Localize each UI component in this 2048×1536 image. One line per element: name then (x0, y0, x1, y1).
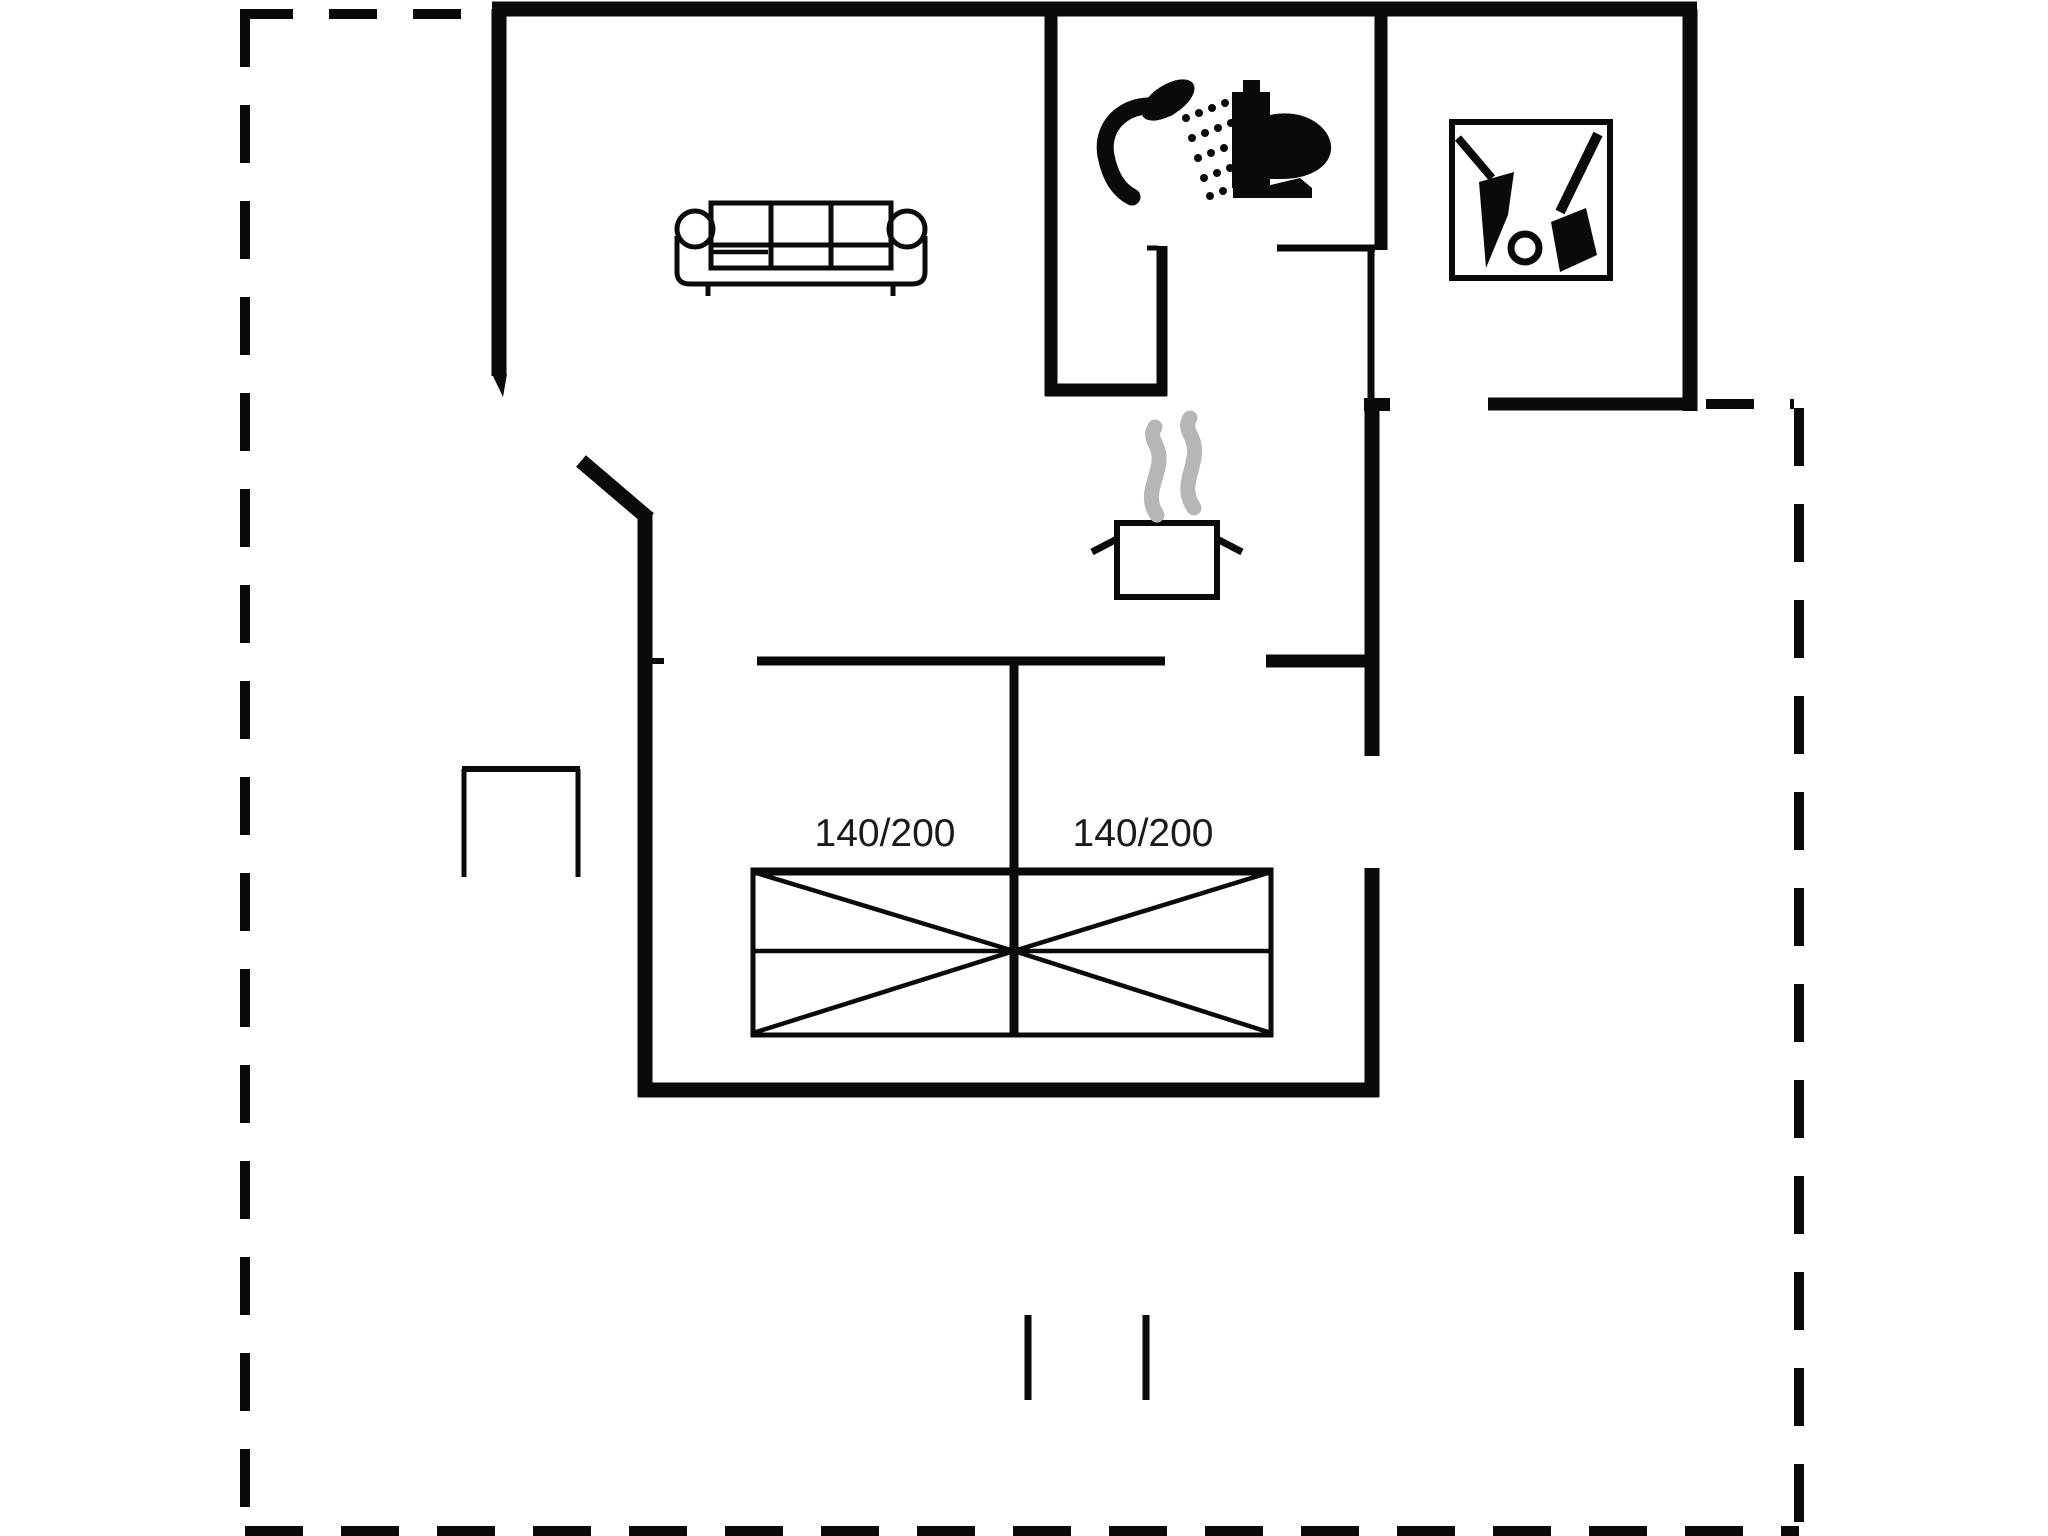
bed-label-left: 140/200 (815, 812, 956, 855)
terrace-step-marks (1024, 1315, 1150, 1400)
bed-label-right: 140/200 (1073, 812, 1214, 855)
diagonal-wall (576, 455, 654, 525)
sofa-back (708, 200, 894, 248)
stove-box (1449, 119, 1613, 281)
wardrobe-sides (461, 769, 581, 877)
poker-blade (1479, 172, 1514, 268)
cooking-pot-icon (1090, 410, 1244, 600)
bed-right-cross (1013, 869, 1272, 1036)
poker-handle (1454, 135, 1496, 181)
sofa-cushion-dividers (768, 203, 834, 268)
sofa-right-arm (886, 208, 928, 250)
stove-ring (1507, 230, 1543, 266)
sofa-left-arm (674, 208, 716, 250)
pot-handles (1090, 535, 1244, 556)
living-room-wall-tip (492, 374, 507, 397)
shovel-handle (1555, 131, 1603, 215)
toilet-bowl (1270, 113, 1332, 179)
sofa-icon (674, 200, 928, 296)
shovel-blade (1551, 208, 1597, 272)
toilet-base (1233, 178, 1312, 198)
steam-icon (1144, 410, 1203, 523)
step-ticks (1024, 1315, 1150, 1400)
sofa-base-outline (674, 236, 928, 287)
steam-left (1144, 419, 1167, 523)
pot-body (1114, 520, 1220, 600)
toilet-button (1243, 80, 1260, 94)
toilet-tank (1232, 92, 1270, 188)
property-boundary-dashed (240, 9, 1804, 1536)
bed-left-cross (752, 869, 1015, 1036)
sofa-feet (705, 284, 896, 296)
shower-icon (1096, 79, 1247, 206)
shower-handle (1096, 97, 1177, 206)
wood-stove-icon (1449, 119, 1613, 281)
wardrobe-icon (461, 766, 581, 877)
shower-head (1141, 79, 1195, 121)
steam-right (1180, 410, 1203, 516)
double-bed (750, 867, 1274, 1038)
toilet-icon (1232, 80, 1332, 198)
walls (491, 1, 1698, 1098)
sofa-seat (708, 242, 894, 271)
